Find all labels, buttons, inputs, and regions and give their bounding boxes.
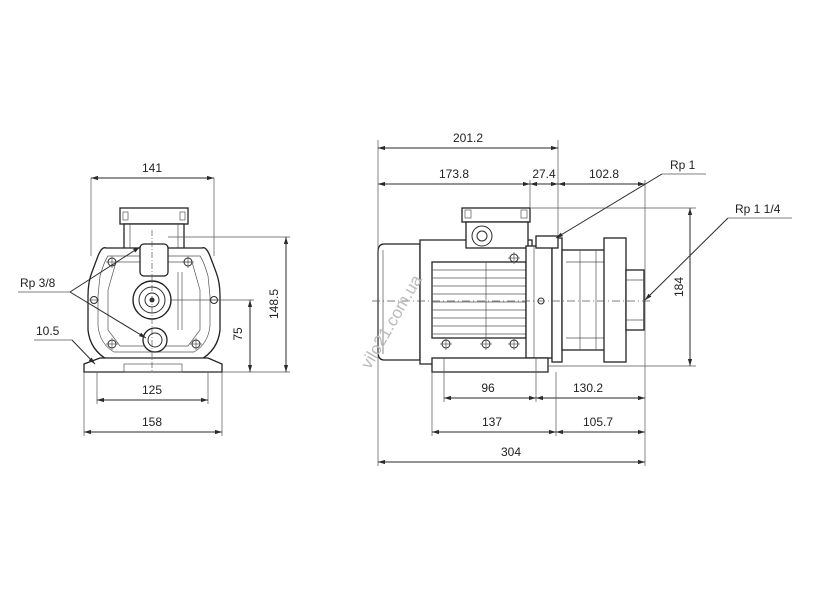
front-bolts [89, 256, 219, 350]
dim-side-105-7: 105.7 [583, 415, 613, 429]
front-dimensions: 141 148.5 75 125 158 10.5 Rp 3/8 [18, 161, 290, 436]
dim-front-148-5: 148.5 [267, 289, 281, 319]
dim-side-201-2: 201.2 [453, 131, 483, 145]
front-upper-port [139, 243, 169, 277]
dim-side-304: 304 [501, 445, 521, 459]
motor-body [419, 239, 533, 365]
pump-head [551, 237, 645, 363]
dim-side-27-4: 27.4 [532, 167, 556, 181]
dim-side-96: 96 [481, 381, 495, 395]
label-rp-1-1-4: Rp 1 1/4 [735, 202, 781, 216]
dim-side-130-2: 130.2 [573, 381, 603, 395]
dim-side-173-8: 173.8 [439, 167, 469, 181]
label-rp-3-8: Rp 3/8 [20, 276, 56, 290]
dim-front-125: 125 [142, 383, 162, 397]
side-base [431, 357, 549, 373]
dim-side-137: 137 [482, 415, 502, 429]
front-brand-mark [177, 272, 183, 330]
dim-side-102-8: 102.8 [589, 167, 619, 181]
front-base [83, 357, 223, 373]
side-view [372, 207, 650, 373]
dim-front-141: 141 [142, 161, 162, 175]
dim-front-158: 158 [142, 415, 162, 429]
side-bolts [440, 252, 520, 350]
side-terminal-box [461, 207, 531, 249]
label-rp-1: Rp 1 [670, 158, 696, 172]
front-view [83, 207, 223, 373]
dim-front-10-5: 10.5 [36, 324, 60, 338]
front-drain-port [142, 327, 168, 353]
dim-side-184: 184 [672, 277, 686, 297]
motor-flange [525, 245, 553, 359]
discharge-port [535, 235, 559, 249]
dim-front-75: 75 [231, 327, 245, 341]
side-dimensions: 201.2 173.8 27.4 102.8 184 96 130.2 137 … [377, 131, 792, 466]
